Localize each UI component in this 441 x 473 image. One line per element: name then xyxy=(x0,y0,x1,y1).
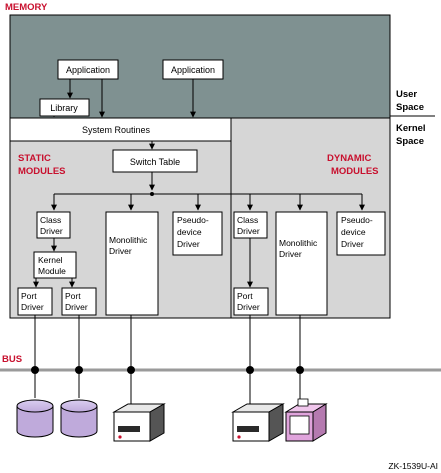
dynamic-modules-label-1: DYNAMIC xyxy=(327,153,371,164)
dynamic-class-driver-label-1: Class xyxy=(237,215,258,225)
static-monolithic-label-1: Monolithic xyxy=(109,235,148,245)
dynamic-pseudo-label-3: Driver xyxy=(341,239,364,249)
application-box-1 xyxy=(57,59,119,80)
static-modules-label-2: MODULES xyxy=(18,166,66,177)
kernel-space-label-1: Kernel xyxy=(396,123,426,134)
library-box xyxy=(39,98,90,117)
static-pseudo-label-3: Driver xyxy=(177,239,200,249)
drive-unit-icon-1 xyxy=(112,403,166,442)
library-label: Library xyxy=(50,103,78,113)
drive-unit-icon-2 xyxy=(231,403,285,442)
dynamic-monolithic-label-2: Driver xyxy=(279,249,302,259)
switch-table-label: Switch Table xyxy=(130,157,180,167)
dynamic-class-driver-label-2: Driver xyxy=(237,226,260,236)
static-modules-label-1: STATIC xyxy=(18,153,51,164)
disk-icon-1 xyxy=(16,399,54,438)
kernel-module-label-1: Kernel xyxy=(38,255,63,265)
system-routines-label: System Routines xyxy=(82,125,151,135)
user-space-label-2: Space xyxy=(396,102,424,113)
static-port-driver-1-label-2: Driver xyxy=(21,302,44,312)
static-port-driver-1-label-1: Port xyxy=(21,291,37,301)
kernel-module-box xyxy=(33,251,77,279)
switch-table-box xyxy=(112,149,198,173)
dynamic-pseudo-label-1: Pseudo- xyxy=(341,215,373,225)
figure-id: ZK-1539U-AI xyxy=(388,461,438,471)
user-space-label-1: User xyxy=(396,89,417,100)
static-pseudo-label-2: device xyxy=(177,227,202,237)
dynamic-pseudo-device-box xyxy=(336,211,386,256)
dynamic-pseudo-label-2: device xyxy=(341,227,366,237)
static-port-driver-1-box xyxy=(17,287,53,316)
dynamic-monolithic-driver-box xyxy=(275,211,328,316)
static-monolithic-driver-box xyxy=(105,211,159,316)
dynamic-port-driver-label-2: Driver xyxy=(237,302,260,312)
static-class-driver-label-1: Class xyxy=(40,215,61,225)
memory-label: MEMORY xyxy=(5,2,48,13)
dynamic-port-driver-box xyxy=(233,287,269,316)
terminal-icon xyxy=(284,398,328,442)
application-label-2: Application xyxy=(171,65,215,75)
static-port-driver-2-box xyxy=(61,287,97,316)
dynamic-port-driver-label-1: Port xyxy=(237,291,253,301)
disk-icon-2 xyxy=(60,399,98,438)
kernel-space-label-2: Space xyxy=(396,136,424,147)
dynamic-modules-label-2: MODULES xyxy=(331,166,379,177)
kernel-module-label-2: Module xyxy=(38,266,66,276)
application-label-1: Application xyxy=(66,65,110,75)
static-class-driver-label-2: Driver xyxy=(40,226,63,236)
static-class-driver-box xyxy=(36,211,71,239)
dynamic-monolithic-label-1: Monolithic xyxy=(279,238,318,248)
static-port-driver-2-label-1: Port xyxy=(65,291,81,301)
static-pseudo-label-1: Pseudo- xyxy=(177,215,209,225)
distribution-junction xyxy=(150,192,154,196)
static-pseudo-device-box xyxy=(172,211,223,256)
static-monolithic-label-2: Driver xyxy=(109,246,132,256)
dynamic-class-driver-box xyxy=(233,211,268,239)
system-routines-box xyxy=(9,117,232,142)
static-port-driver-2-label-2: Driver xyxy=(65,302,88,312)
bus-label: BUS xyxy=(2,354,22,365)
